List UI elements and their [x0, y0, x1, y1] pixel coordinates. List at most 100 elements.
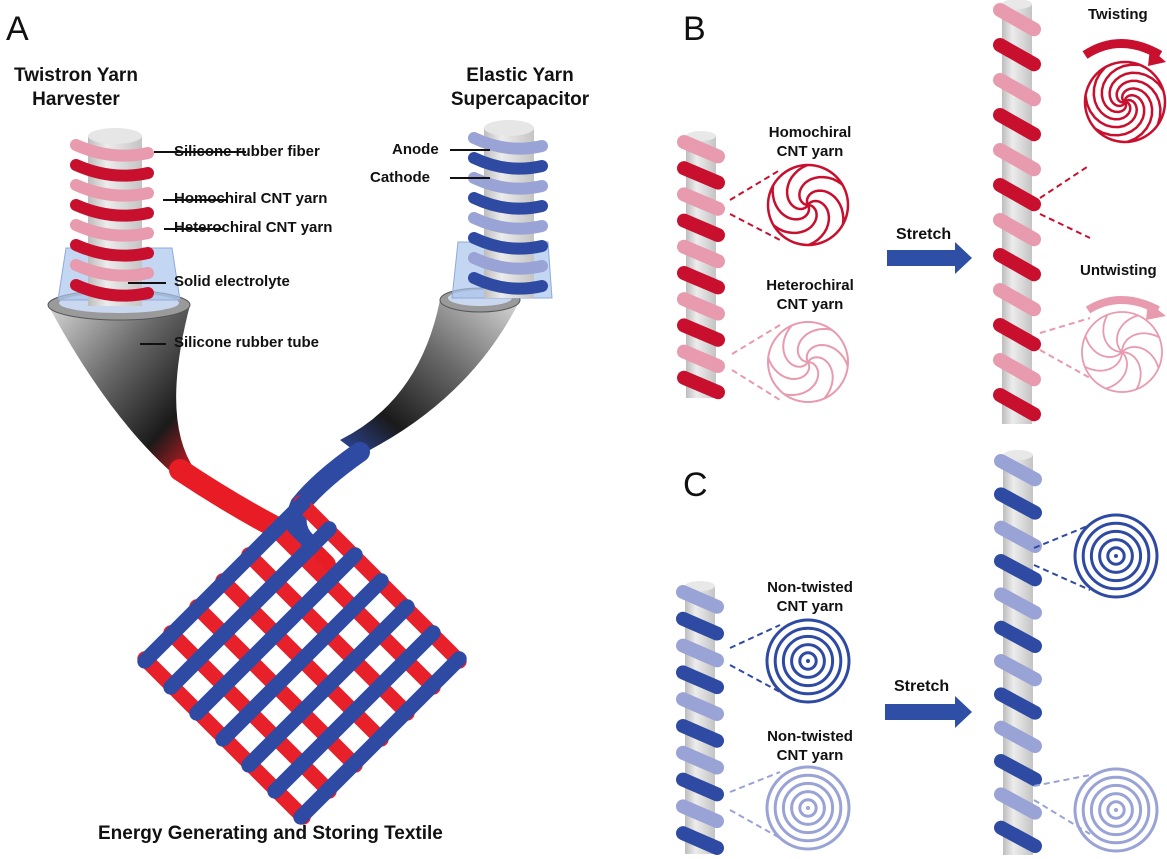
- yarn-core-top: [1003, 450, 1033, 460]
- stretched-rings-2-ring: [1098, 792, 1134, 828]
- heterochiral-line1: Heterochiral: [766, 277, 854, 294]
- stretched-rings-1-ring: [1081, 521, 1151, 591]
- cross-section-spirals-b: [766, 60, 1167, 403]
- yarn-stripe-b: [677, 370, 725, 400]
- coil-b: [70, 159, 154, 182]
- nontwisted-rings-1-ring: [798, 651, 818, 671]
- yarn-stripe-a: [677, 344, 725, 374]
- yarn-stripe-a: [994, 654, 1042, 687]
- leader-lines-a: [128, 149, 490, 345]
- yarn-c-unstretched: [676, 581, 724, 855]
- yarn-stripe-b: [993, 108, 1041, 142]
- yarn-stripe-b: [993, 388, 1041, 422]
- coil-b: [468, 192, 548, 215]
- twisted-spiral-arm: [1094, 93, 1146, 137]
- untwisted-spiral-arm: [1084, 351, 1123, 372]
- nontwisted-rings-1-ring: [773, 626, 843, 696]
- untwisted-spiral-arm: [1121, 351, 1142, 390]
- stretched-rings-1-ring: [1098, 538, 1134, 574]
- twisted-spiral-arm: [1120, 87, 1154, 144]
- untwisted-spiral-arm: [1102, 314, 1123, 353]
- yarn-stripe-b: [677, 161, 725, 190]
- homochiral-spiral-arm: [805, 189, 845, 225]
- panel-label-a: A: [6, 10, 29, 48]
- homochiral-spiral-arm: [785, 163, 809, 211]
- nontwisted-rings-1-ring: [781, 634, 835, 688]
- yarn-stripe-a: [994, 787, 1042, 820]
- yarn-stripe-b: [994, 754, 1042, 787]
- yarn-stripe-a: [676, 745, 724, 775]
- electrode-coils-right: [468, 132, 548, 295]
- yarn-stripe-a: [994, 520, 1042, 553]
- yarn-stripe-b: [676, 665, 724, 695]
- heterochiral-spiral-arm: [805, 343, 849, 367]
- heterochiral-spiral-arm: [767, 357, 811, 381]
- yarn-stripe-b: [676, 611, 724, 641]
- coil-b: [70, 279, 154, 302]
- yarn-stripe-b: [676, 772, 724, 802]
- untwisted-spiral-arm: [1084, 335, 1123, 358]
- label-nontwisted-2: Non-twisted CNT yarn: [752, 727, 868, 765]
- nontwisted-rings-2-center: [806, 806, 810, 810]
- textile-blue-strand: [215, 573, 389, 747]
- stretch-arrow-b-icon: [887, 242, 972, 274]
- stretched-rings-1-ring: [1073, 513, 1159, 599]
- label-heterochiral-b: Heterochiral CNT yarn: [752, 276, 868, 314]
- twisting-arrowhead-icon: [1148, 48, 1166, 66]
- harvester-title-line1: Twistron Yarn: [14, 65, 138, 86]
- twisting-arrow-icon: [1082, 39, 1163, 59]
- supercap-title-line1: Elastic Yarn: [466, 65, 574, 86]
- twisted-spiral-arm: [1092, 66, 1132, 121]
- yarn-stripe-a: [994, 587, 1042, 620]
- homochiral-spiral-outline: [766, 163, 850, 247]
- heterochiral-spiral-arm: [796, 328, 832, 363]
- coil-b: [70, 239, 154, 262]
- nontwisted-rings-2-ring: [790, 790, 826, 826]
- yarn-stripe-b: [676, 826, 724, 855]
- label-silicone-rubber-fiber: Silicone rubber fiber: [174, 143, 320, 160]
- stretched-rings-1-center: [1114, 554, 1118, 558]
- stretched-rings-2-center: [1114, 808, 1118, 812]
- stretched-rings-2-ring: [1106, 800, 1126, 820]
- heterochiral-spiral-arm: [807, 356, 834, 400]
- callout-lines-b: [729, 164, 1091, 401]
- coil-a: [70, 259, 154, 282]
- yarn-stripe-b: [993, 178, 1041, 212]
- twisting-label: Twisting: [1088, 6, 1148, 23]
- yarn-core: [1003, 455, 1033, 855]
- yarn-stripe-a: [993, 73, 1041, 107]
- twisted-spiral-arm: [1084, 95, 1139, 129]
- yarn-stripe-b: [993, 318, 1041, 352]
- yarn-stripe-a: [993, 213, 1041, 247]
- yarn-stripe-a: [676, 799, 724, 829]
- textile-blue-strand: [241, 599, 415, 773]
- nontwisted-rings-2-ring: [765, 765, 851, 851]
- yarn-stripe-a: [677, 292, 725, 321]
- stretched-rings-1-ring: [1089, 529, 1143, 583]
- harvester-title-line2: Harvester: [32, 89, 120, 110]
- twisted-spiral-arm: [1100, 63, 1141, 114]
- twisted-spiral-arm: [1115, 79, 1162, 126]
- coil-a: [70, 179, 154, 202]
- yarn-stripe-a: [676, 692, 724, 721]
- yarn-stripe-b: [993, 248, 1041, 282]
- nontwisted-rings-1-center: [806, 659, 810, 663]
- untwisting-label: Untwisting: [1080, 262, 1157, 279]
- nontwisted2-line1: Non-twisted: [767, 728, 853, 745]
- heterochiral-spiral-arm: [784, 361, 820, 396]
- homochiral-spiral-arm: [798, 175, 843, 207]
- yarn-c-stretched: [994, 450, 1042, 855]
- yarn-stripe-a: [994, 720, 1042, 753]
- panel-label-b: B: [683, 10, 706, 48]
- yarn-stripe-a: [993, 283, 1041, 317]
- nontwisted-rings-1-ring: [765, 618, 851, 704]
- label-heterochiral-cnt-yarn: Heterochiral CNT yarn: [174, 219, 333, 236]
- label-homochiral-b: Homochiral CNT yarn: [755, 123, 865, 161]
- supercapacitor-title: Elastic Yarn Supercapacitor: [440, 64, 600, 112]
- yarn-core-top: [1002, 0, 1032, 9]
- yarn-core: [1002, 4, 1032, 424]
- untwisted-spiral-outline: [1081, 311, 1163, 393]
- cnt-yarn-coils-left: [70, 139, 154, 302]
- twisted-spiral-arm: [1108, 71, 1165, 108]
- yarn-stripe-a: [676, 585, 724, 614]
